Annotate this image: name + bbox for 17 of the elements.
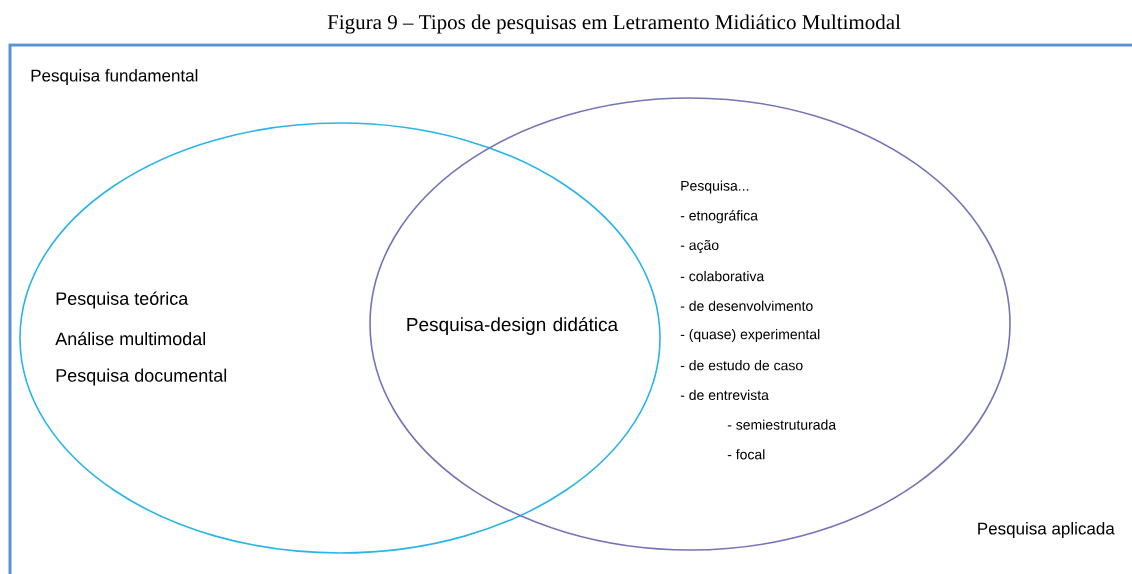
set-label: Pesquisa fundamental bbox=[31, 69, 198, 85]
list-item: - focal bbox=[727, 449, 765, 460]
list-item: Pesquisa documental bbox=[56, 368, 227, 386]
list-item: - de estudo de caso bbox=[680, 360, 803, 371]
list-item: - de entrevista bbox=[680, 389, 769, 401]
figure-title: Figura 9 – Tipos de pesquisas em Letramento Midiático Multimodal bbox=[327, 14, 901, 34]
list-item: - colaborativa bbox=[680, 270, 765, 282]
overlap-label: Pesquisa-design didática bbox=[407, 317, 619, 335]
list-item: Análise multimodal bbox=[55, 331, 205, 346]
list-item: - etnográfica bbox=[680, 210, 758, 224]
list-item: - (quase) experimental bbox=[680, 329, 820, 343]
set-label: Pesquisa aplicada bbox=[978, 522, 1115, 538]
list-item: Pesquisa... bbox=[681, 180, 749, 194]
list-item: - ação bbox=[680, 239, 719, 253]
list-item: - semiestruturada bbox=[727, 419, 837, 430]
list-item: Pesquisa teórica bbox=[56, 291, 189, 309]
list-item: - de desenvolvimento bbox=[680, 300, 813, 311]
